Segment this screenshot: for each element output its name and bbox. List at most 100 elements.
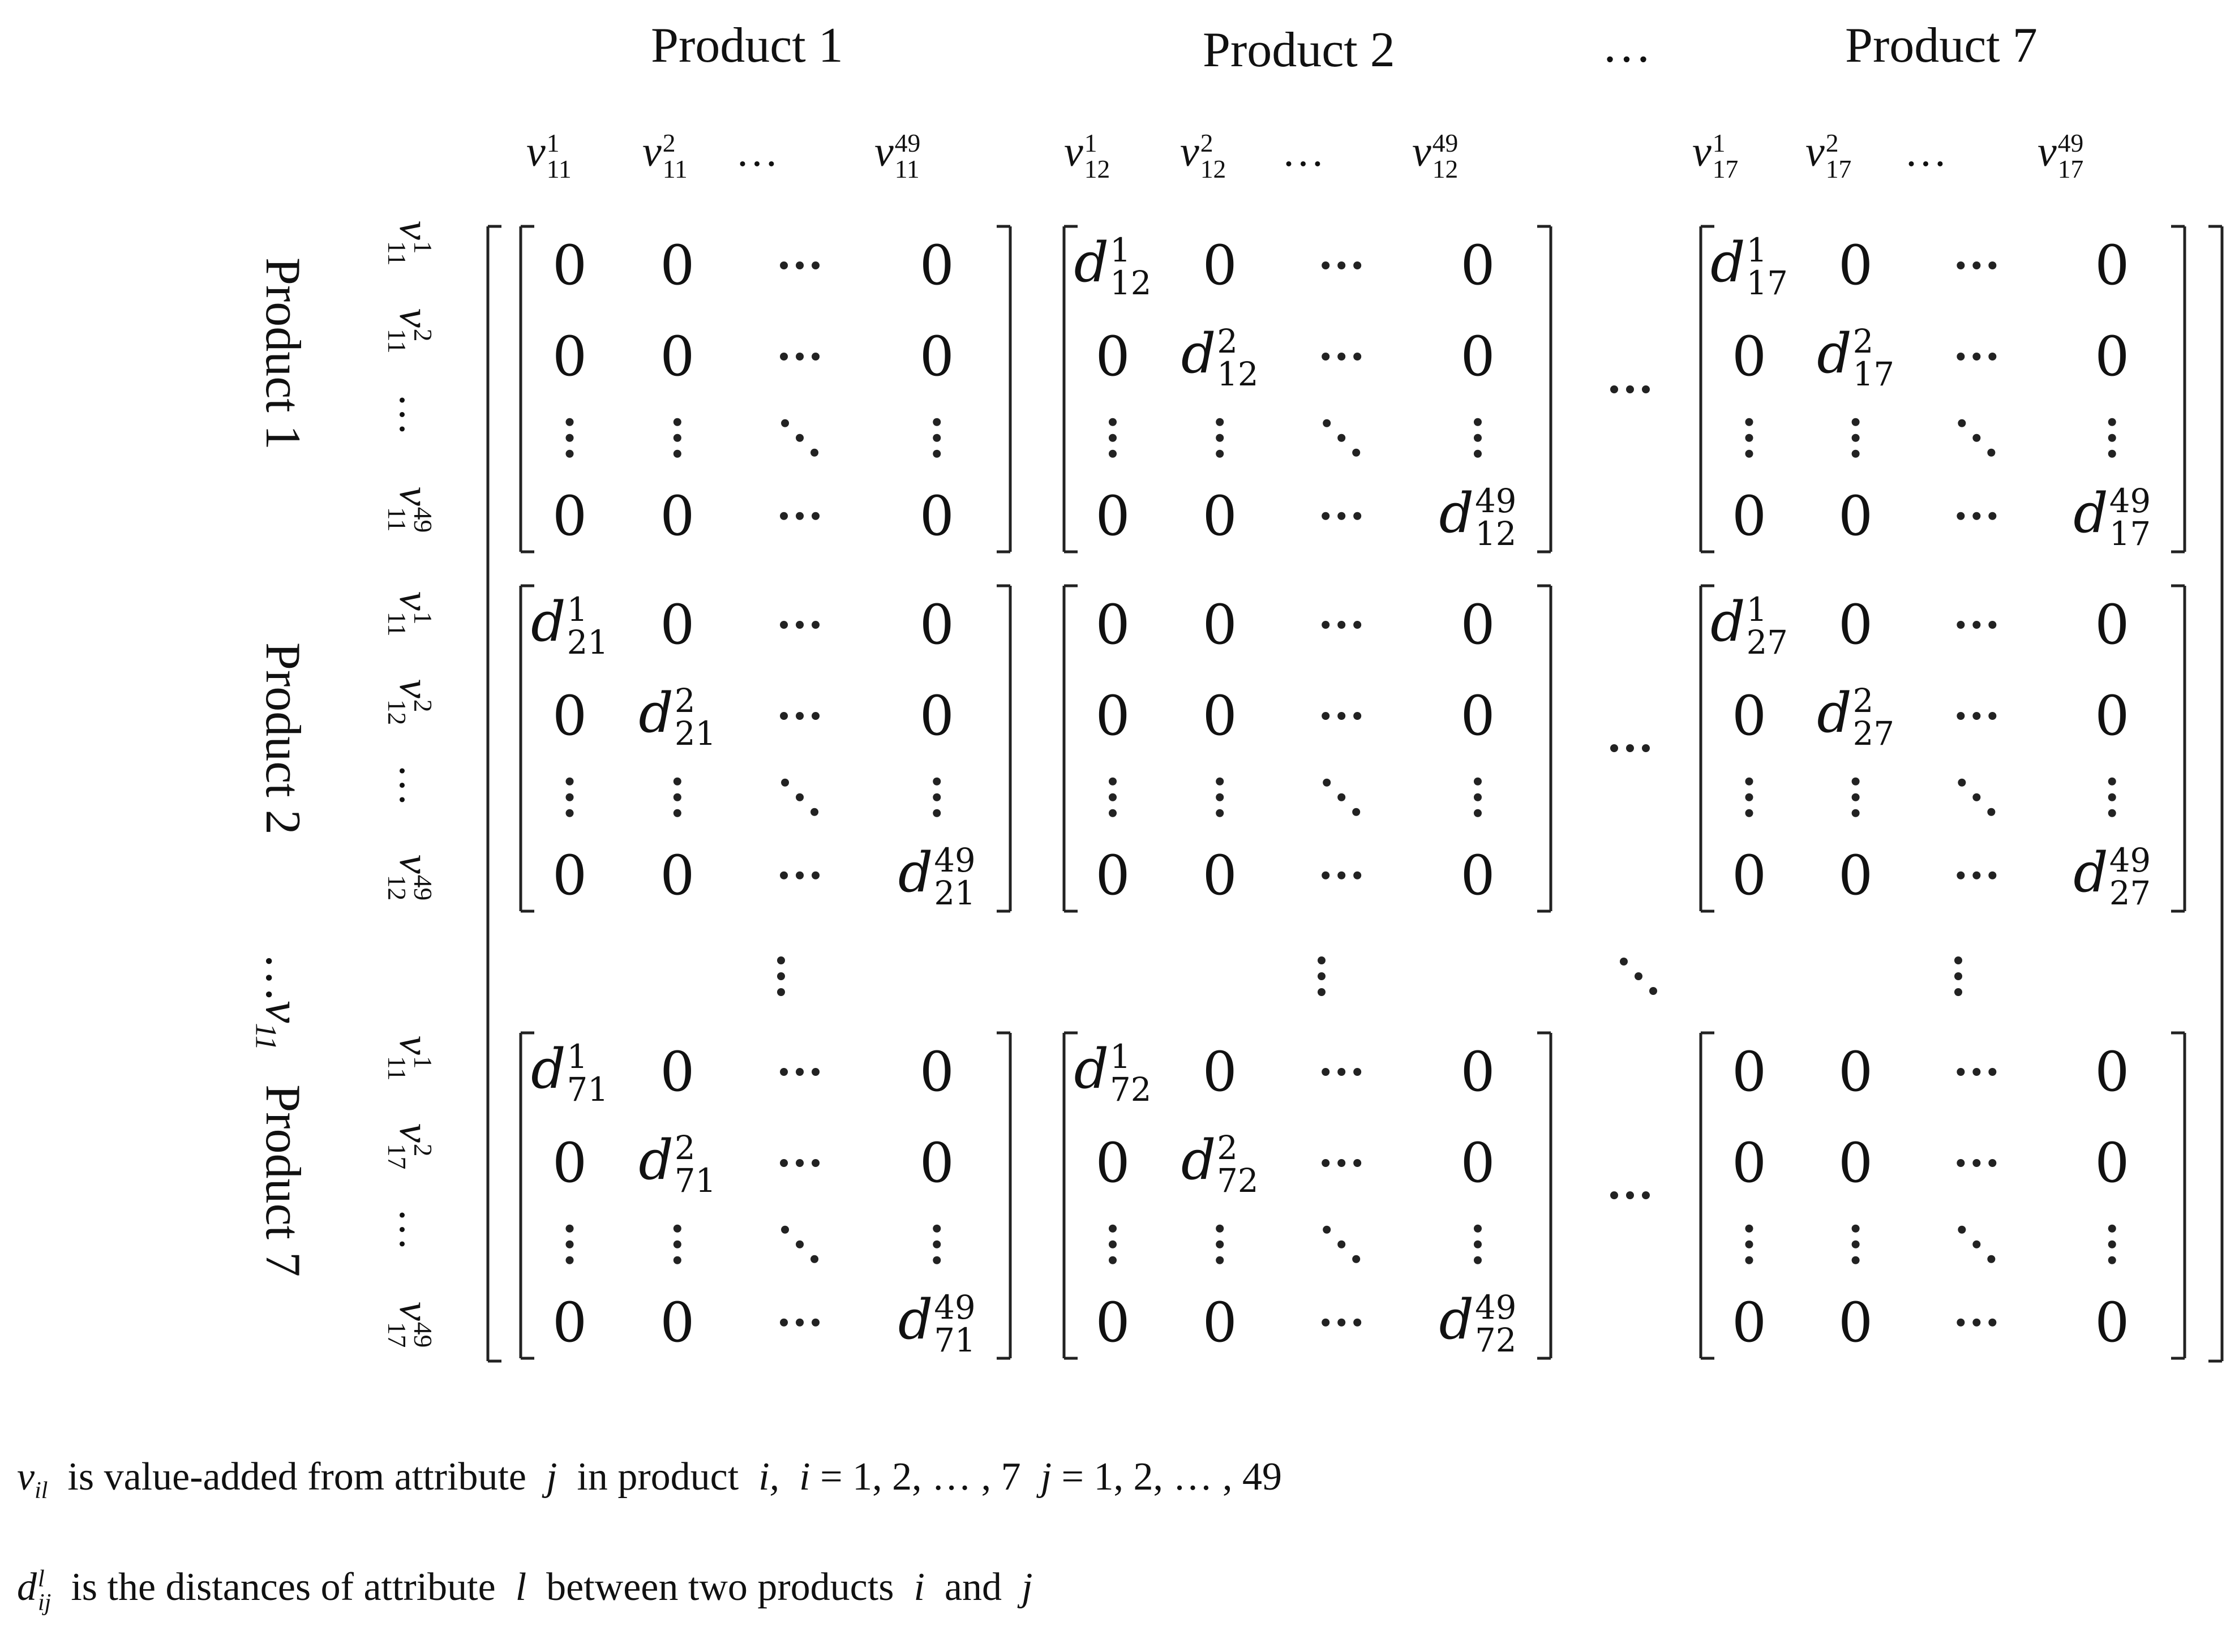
column-variable-label: … <box>1907 128 1946 175</box>
horizontal-dots <box>780 261 788 269</box>
vertical-dots <box>2108 777 2116 786</box>
horizontal-dots <box>1972 1159 1981 1167</box>
legend-i: i <box>913 1565 925 1609</box>
vertical-dots <box>1851 1240 1860 1248</box>
horizontal-dots <box>796 1318 804 1327</box>
zero-cell: 0 <box>2095 684 2130 748</box>
diagonal-dots <box>1987 448 1996 457</box>
zero-cell: 0 <box>2095 1040 2130 1104</box>
between-block-vertical-dots <box>1954 972 1962 980</box>
horizontal-dots <box>1353 512 1362 520</box>
horizontal-dots <box>1322 712 1330 720</box>
diagonal-dots <box>1323 1225 1331 1234</box>
diagonal-dots <box>1323 419 1331 427</box>
horizontal-dots <box>780 1159 788 1167</box>
vertical-dots <box>673 449 681 458</box>
horizontal-dots <box>780 1318 788 1327</box>
horizontal-dots <box>1988 353 1997 361</box>
vertical-dots <box>565 1224 574 1233</box>
vertical-dots <box>1109 1224 1117 1233</box>
between-block-diagonal-dots <box>1620 958 1628 966</box>
diagonal-dots <box>1958 1225 1966 1234</box>
between-block-horizontal-dots <box>1626 744 1634 752</box>
zero-cell: 0 <box>552 484 587 548</box>
horizontal-dots <box>796 1159 804 1167</box>
zero-cell: 0 <box>1838 234 1873 297</box>
zero-cell: 0 <box>1095 484 1130 548</box>
zero-cell: 0 <box>1460 1040 1495 1104</box>
legend-j-range: = 1, 2, … , 49 <box>1061 1455 1283 1499</box>
diagonal-dots <box>1337 1240 1346 1248</box>
vertical-dots <box>1216 793 1224 801</box>
legend-l: l <box>515 1565 527 1609</box>
zero-cell: 0 <box>1731 1040 1767 1104</box>
vertical-dots <box>2108 418 2116 426</box>
horizontal-dots <box>1353 1318 1362 1327</box>
horizontal-dots <box>1353 871 1362 879</box>
legend-text-and: and <box>944 1565 1002 1609</box>
diagonal-dots <box>1323 778 1331 787</box>
vertical-dots <box>1109 1256 1117 1264</box>
horizontal-dots <box>1957 261 1965 269</box>
vertical-dots <box>1851 809 1860 817</box>
vertical-dots <box>565 1256 574 1264</box>
zero-cell: 0 <box>1838 593 1873 656</box>
zero-cell: 0 <box>1095 593 1130 656</box>
legend-text-in-product: in product <box>577 1455 739 1499</box>
between-block-horizontal-dots <box>1626 1191 1634 1199</box>
horizontal-dots <box>812 1068 820 1076</box>
between-block-horizontal-dots <box>1642 1191 1650 1199</box>
horizontal-dots <box>796 353 804 361</box>
horizontal-dots <box>1988 1318 1997 1327</box>
vertical-dots <box>1745 1224 1753 1233</box>
horizontal-dots <box>1957 1159 1965 1167</box>
legend-text-distances: is the distances of attribute <box>71 1565 496 1609</box>
vertical-dots <box>1745 434 1753 442</box>
zero-cell: 0 <box>1460 593 1495 656</box>
vertical-dots <box>1745 793 1753 801</box>
zero-cell: 0 <box>2095 1131 2130 1195</box>
between-block-vertical-dots <box>1318 956 1326 964</box>
zero-cell: 0 <box>1202 234 1237 297</box>
between-block-vertical-dots <box>1318 988 1326 996</box>
horizontal-dots <box>1322 1318 1330 1327</box>
vertical-dots <box>2108 809 2116 817</box>
vertical-dots <box>2108 434 2116 442</box>
column-header-product-2: Product 2 <box>1203 23 1395 78</box>
vertical-dots <box>673 1256 681 1264</box>
vertical-dots <box>565 793 574 801</box>
zero-cell: 0 <box>660 593 695 656</box>
diagonal-dots <box>1987 1255 1996 1263</box>
horizontal-dots <box>1988 512 1997 520</box>
zero-cell: 0 <box>1460 1131 1495 1195</box>
vertical-dots <box>1216 1256 1224 1264</box>
horizontal-dots <box>1353 261 1362 269</box>
zero-cell: 0 <box>1731 484 1767 548</box>
zero-cell: 0 <box>1460 843 1495 907</box>
vertical-dots <box>1216 434 1224 442</box>
diagonal-dots <box>1352 1255 1361 1263</box>
horizontal-dots <box>1322 512 1330 520</box>
legend-var-d-sup: l <box>38 1565 45 1592</box>
vertical-dots <box>1474 777 1482 786</box>
vertical-dots <box>1109 777 1117 786</box>
horizontal-dots <box>796 261 804 269</box>
horizontal-dots <box>812 353 820 361</box>
zero-cell: 0 <box>1202 684 1237 748</box>
horizontal-dots <box>1988 712 1997 720</box>
vertical-dots <box>1216 449 1224 458</box>
zero-cell: 0 <box>660 234 695 297</box>
legend-j: j <box>1021 1565 1033 1609</box>
diagonal-dots <box>1972 434 1981 442</box>
legend-i-range: = 1, 2, … , 7 <box>820 1455 1021 1499</box>
zero-cell: 0 <box>919 593 954 656</box>
zero-cell: 0 <box>660 1290 695 1354</box>
diagonal-dots <box>1352 448 1361 457</box>
legend-text-value-added: is value-added from attribute <box>67 1455 526 1499</box>
diagonal-dots <box>1987 808 1996 816</box>
vertical-dots <box>2108 793 2116 801</box>
